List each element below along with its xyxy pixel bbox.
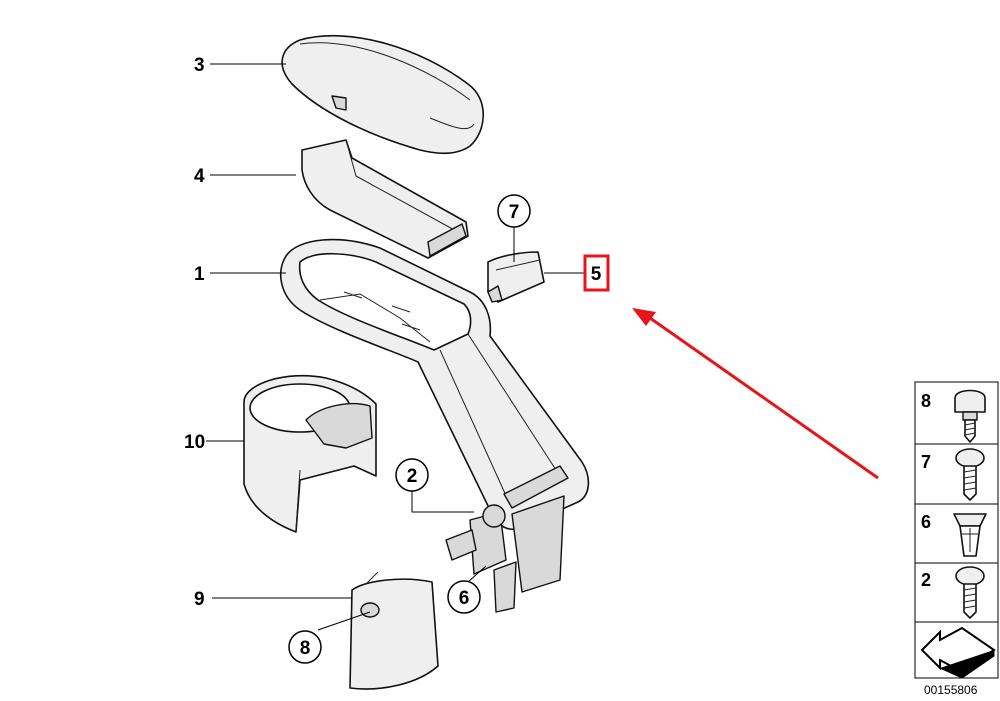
callout-7: 7 xyxy=(509,202,520,223)
orientation-arrow-icon xyxy=(920,626,996,679)
callout-3: 3 xyxy=(194,55,205,76)
legend-label-3: 2 xyxy=(921,570,931,590)
screw-2-icon xyxy=(955,566,985,619)
callout-6: 6 xyxy=(459,588,470,609)
callout-2-circle: 2 xyxy=(395,458,429,492)
callout-8: 8 xyxy=(300,638,311,659)
callouts: 3 4 1 10 9 7 2 6 8 5 xyxy=(184,55,610,664)
leader-lines xyxy=(206,63,584,631)
callout-7-circle: 7 xyxy=(497,194,531,228)
callout-1: 1 xyxy=(194,264,205,285)
legend-label-2: 6 xyxy=(921,512,931,532)
legend-label-1: 7 xyxy=(921,452,931,472)
callout-4: 4 xyxy=(194,166,205,187)
part-3-armrest-lid xyxy=(281,34,484,155)
part-10-cup-holder xyxy=(243,374,377,533)
fastener-legend: 8 7 6 2 xyxy=(914,381,999,679)
screw-8-icon xyxy=(954,389,986,443)
red-arrow xyxy=(632,308,879,480)
callout-5: 5 xyxy=(591,264,602,285)
nut-6-icon xyxy=(953,513,987,557)
part-4-storage-tray xyxy=(301,139,469,259)
callout-2: 2 xyxy=(407,466,418,487)
callout-9: 9 xyxy=(194,589,205,610)
part-1-console-carrier xyxy=(279,238,590,613)
diagram-number: 00155806 xyxy=(924,683,978,697)
callout-5-highlight: 5 xyxy=(583,254,610,292)
part-5-cover-cap xyxy=(487,251,545,303)
callout-8-circle: 8 xyxy=(288,630,322,664)
callout-6-circle: 6 xyxy=(447,580,481,614)
legend-label-0: 8 xyxy=(921,391,931,411)
callout-10: 10 xyxy=(184,432,205,453)
part-9-trim-cover xyxy=(349,571,439,690)
screw-7-icon xyxy=(955,448,985,501)
